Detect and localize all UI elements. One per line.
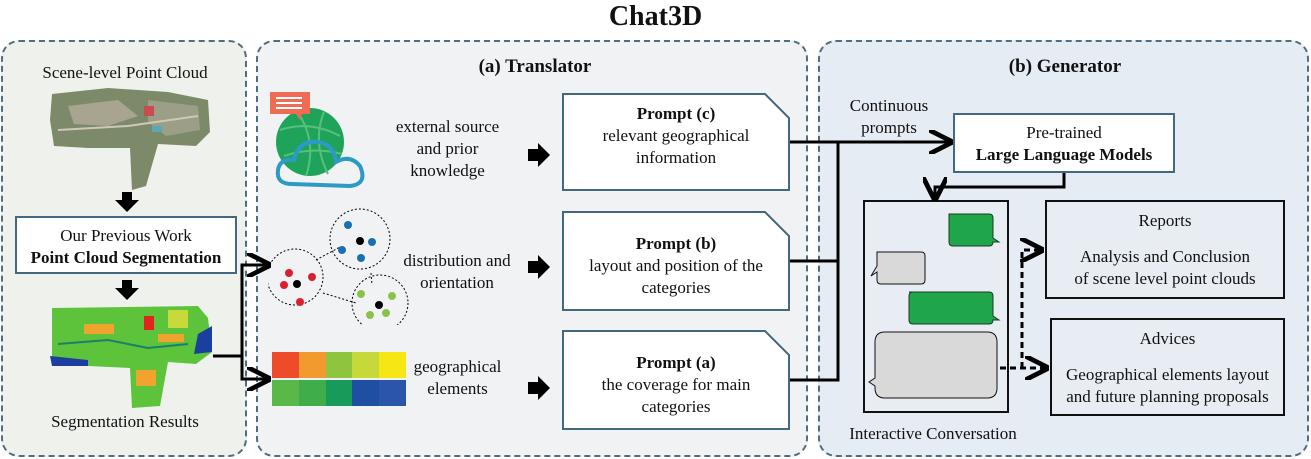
seg-road-2 (158, 334, 184, 342)
continuous-label-line1: Continuous (849, 96, 929, 115)
seg-water-left (50, 356, 88, 366)
advices-line1: Geographical elements layout (1066, 365, 1269, 384)
reports-box: Reports Analysis and Conclusion of scene… (1045, 200, 1285, 299)
interactive-conversation-label: Interactive Conversation (849, 424, 1017, 443)
prompt-c-line2: information (635, 148, 717, 167)
point-cloud-water (152, 126, 162, 132)
seg-water-right (194, 326, 212, 354)
legend-swatch (298, 352, 326, 378)
point-cloud-label: Scene-level Point Cloud (42, 63, 208, 82)
cluster-graph-icon (268, 208, 409, 325)
scene-point-cloud-image (50, 88, 210, 190)
source-geographical-text: geographical elements (400, 356, 515, 400)
category-legend-icon (272, 352, 406, 407)
figure-title: Chat3D (608, 1, 703, 32)
segmentation-box: Our Previous Work Point Cloud Segmentati… (15, 216, 237, 274)
cluster-blue (329, 208, 391, 270)
source-external-text: external source and prior knowledge (380, 116, 515, 182)
cluster-red (268, 248, 324, 306)
reports-title: Reports (1138, 211, 1192, 230)
source-external-line3: knowledge (410, 161, 485, 180)
prompt-b-title: Prompt (b) (635, 234, 717, 253)
seg-road-3 (136, 370, 156, 386)
reports-line2: of scene level point clouds (1074, 269, 1256, 288)
advices-box: Advices Geographical elements layout and… (1050, 318, 1285, 416)
legend-swatch (325, 352, 353, 378)
chat-bubble-user (868, 331, 998, 399)
point-cloud-road (57, 115, 199, 131)
segmentation-results-label: Segmentation Results (51, 412, 199, 431)
prompt-card-b: Prompt (b) layout and position of the ca… (562, 211, 790, 311)
source-external-line2: and prior (416, 139, 479, 158)
cluster-green (351, 274, 409, 325)
seg-river (57, 338, 189, 350)
chat-bubble-assistant (948, 213, 1001, 247)
source-distribution-line1: distribution and (403, 251, 511, 270)
legend-swatch (379, 352, 406, 378)
seg-building (144, 316, 154, 330)
chat-bubbles (868, 213, 1001, 399)
legend-swatch (298, 380, 326, 406)
legend-swatch (272, 380, 299, 406)
prompt-card-a: Prompt (a) the coverage for main categor… (562, 330, 790, 430)
prompt-a-line2: categories (641, 397, 711, 416)
source-geographical-line1: geographical (413, 357, 502, 376)
point-cloud-detail-1 (68, 100, 138, 126)
legend-swatch (272, 352, 299, 378)
advices-title: Advices (1139, 329, 1196, 348)
point-cloud-roof (144, 106, 154, 116)
prompt-a-line1: the coverage for main (601, 375, 751, 394)
seg-veg (168, 310, 188, 328)
point-cloud-shape (50, 88, 210, 190)
prompt-c-title: Prompt (c) (636, 104, 716, 123)
llm-line1: Pre-trained (1026, 123, 1102, 142)
legend-swatch (325, 380, 353, 406)
source-distribution-text: distribution and orientation (392, 250, 522, 294)
down-arrow-icon (115, 280, 139, 300)
legend-swatch (352, 380, 380, 406)
prompt-a-title: Prompt (a) (636, 353, 716, 372)
segmentation-result-image (50, 306, 212, 408)
legend-row-1 (272, 352, 406, 378)
segmentation-line2: Point Cloud Segmentation (30, 248, 222, 267)
advices-line2: and future planning proposals (1066, 387, 1269, 406)
down-arrow-icon (115, 192, 139, 212)
legend-swatch (379, 380, 406, 406)
prompt-b-line1: layout and position of the (589, 256, 763, 275)
translator-header: (a) Translator (478, 56, 592, 77)
chat-bubble-assistant (908, 291, 1001, 325)
reports-line1: Analysis and Conclusion (1080, 247, 1250, 266)
globe-cloud-icon (270, 92, 365, 189)
continuous-prompts-label: Continuous prompts (830, 95, 948, 139)
seg-road-1 (84, 324, 114, 334)
right-arrow-icon (528, 143, 550, 167)
chat-bubble-user (870, 251, 926, 285)
llm-box: Pre-trained Large Language Models (953, 113, 1175, 173)
segmentation-line1: Our Previous Work (60, 226, 192, 245)
llm-line2: Large Language Models (975, 145, 1153, 164)
continuous-label-line2: prompts (861, 118, 917, 137)
generator-header: (b) Generator (1008, 56, 1122, 77)
source-geographical-line2: elements (427, 379, 488, 398)
right-arrow-icon (528, 376, 550, 400)
prompt-c-line1: relevant geographical (602, 126, 750, 145)
prompt-b-line2: categories (641, 278, 711, 297)
right-arrow-icon (528, 255, 550, 279)
prompt-card-c: Prompt (c) relevant geographical informa… (562, 93, 790, 191)
source-distribution-line2: orientation (420, 273, 494, 292)
source-external-line1: external source (395, 117, 500, 136)
legend-swatch (352, 352, 380, 378)
legend-row-2 (272, 380, 406, 406)
